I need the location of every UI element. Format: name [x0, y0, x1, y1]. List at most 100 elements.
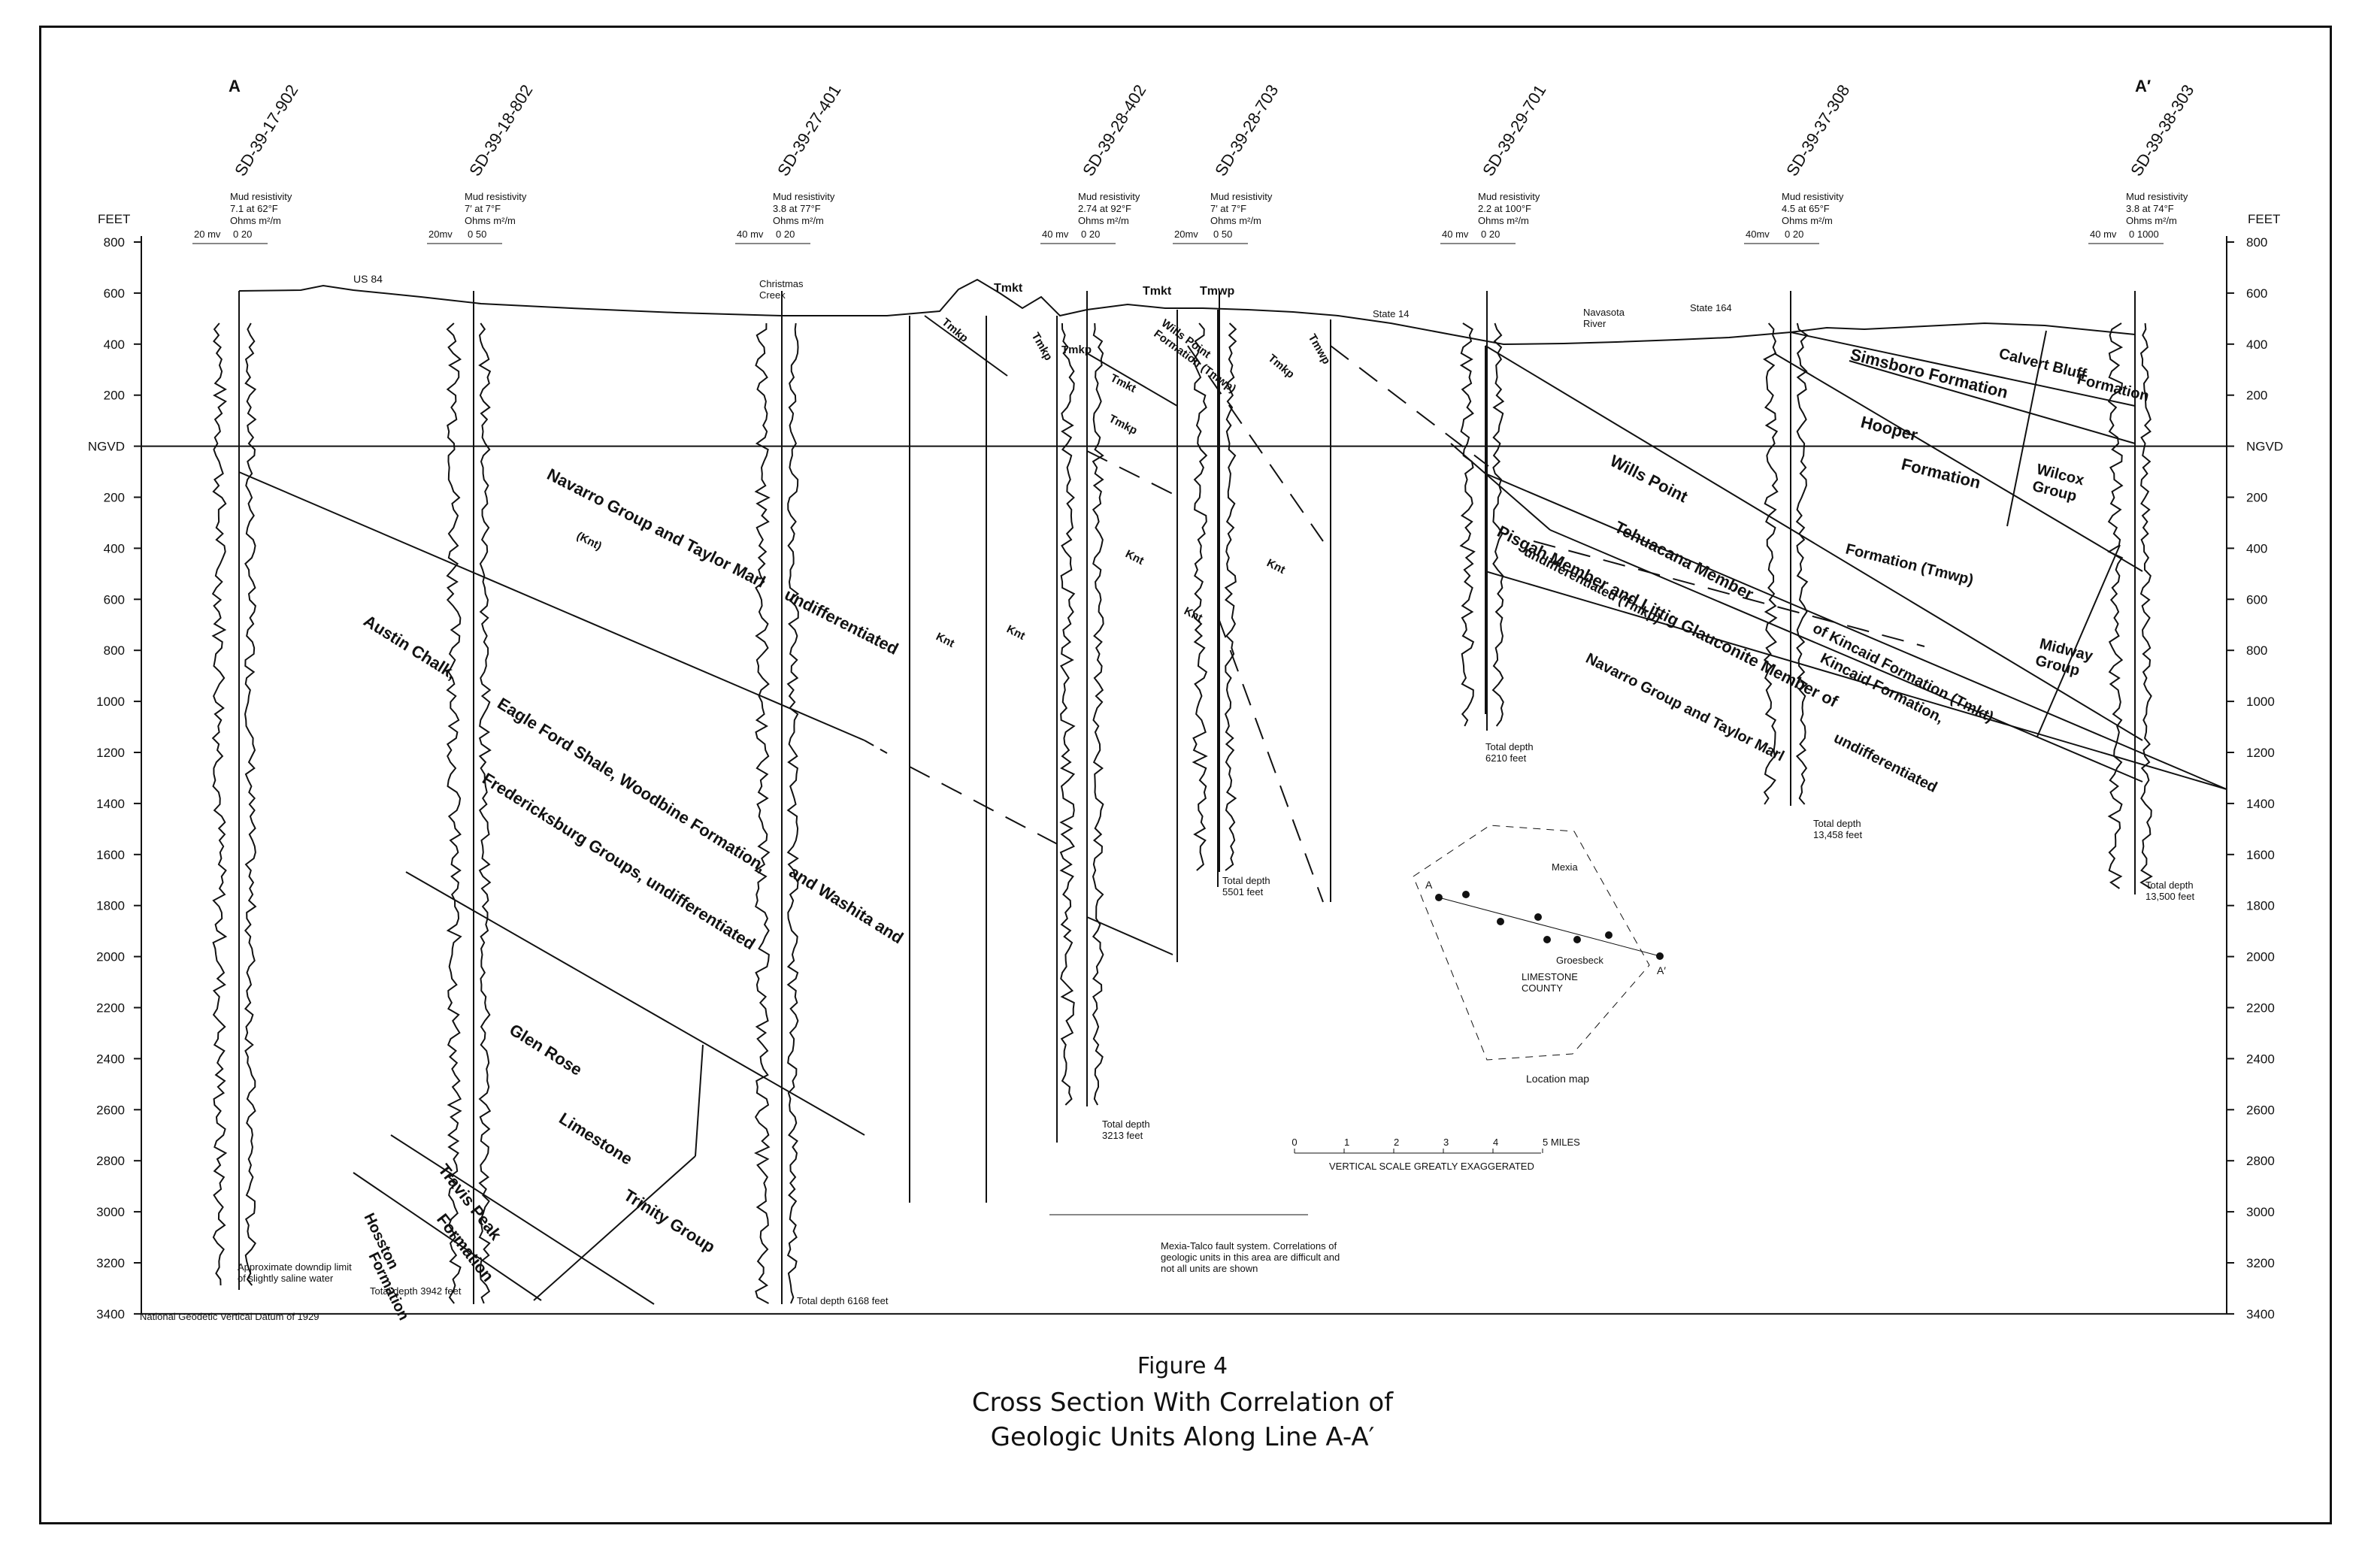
left-depth-label: 600	[104, 286, 125, 301]
label-state164: State 164	[1690, 302, 1732, 313]
contact-kincaid-base	[1485, 571, 2227, 790]
contact-midway-top	[1773, 353, 2143, 572]
well-location-dot	[1534, 913, 1542, 921]
label-hooper-formation: Formation	[1900, 455, 1982, 492]
contact-navarro-base	[238, 471, 865, 741]
county-outline	[1413, 825, 1650, 1061]
well-id: SD-39-38-303	[2127, 81, 2197, 179]
label-us84: US 84	[353, 273, 383, 285]
label-tmwp: Tmwp	[1200, 285, 1234, 298]
sp-log-trace	[1763, 322, 1779, 805]
dashed-contact	[1187, 345, 1324, 542]
mud-resistivity-label: Mud resistivity	[1782, 191, 1844, 202]
sp-scale-label: 40 mv	[737, 229, 764, 240]
label-knt: Knt	[1182, 604, 1204, 624]
label-tmkp: Tmkp	[1265, 352, 1297, 381]
scale-bar-note: VERTICAL SCALE GREATLY EXAGGERATED	[1329, 1161, 1534, 1172]
sp-scale-label: 40mv	[1746, 229, 1770, 240]
sp-scale-label: 20mv	[1174, 229, 1198, 240]
figure-number: Figure 4	[1137, 1353, 1228, 1379]
section-end-a-prime: A′	[2135, 77, 2151, 95]
ohms-label: Ohms m²/m	[1782, 215, 1833, 226]
resistivity-log-trace	[2139, 322, 2153, 889]
right-depth-label: 1400	[2246, 797, 2275, 811]
mud-resistivity-value: 2.74 at 92°F	[1078, 203, 1131, 214]
resistivity-log-trace	[244, 322, 257, 1286]
well-location-dot	[1497, 918, 1504, 925]
label-tmkt: Tmkt	[1143, 285, 1172, 298]
resistivity-log-trace	[478, 322, 492, 1304]
right-depth-label: 3000	[2246, 1205, 2275, 1219]
label-knt-left: (Knt)	[574, 529, 604, 552]
left-depth-label: 600	[104, 592, 125, 607]
well-id: SD-39-28-703	[1211, 81, 1282, 179]
label-tmkp: Tmkp	[1029, 331, 1055, 363]
mud-resistivity-value: 4.5 at 65°F	[1782, 203, 1830, 214]
left-depth-label: 2800	[96, 1154, 125, 1168]
left-depth-label: 400	[104, 541, 125, 555]
right-depth-label: 800	[2246, 643, 2267, 658]
mud-resistivity-value: 3.8 at 74°F	[2126, 203, 2174, 214]
right-depth-label: 1800	[2246, 899, 2275, 913]
scale-bar-tick-label: 1	[1344, 1137, 1349, 1148]
mud-resistivity-value: 7.1 at 62°F	[230, 203, 278, 214]
sp-log-trace	[1059, 322, 1076, 1106]
ohms-label: Ohms m²/m	[2126, 215, 2177, 226]
left-feet-label: FEET	[98, 212, 130, 226]
right-depth-label: 1600	[2246, 848, 2275, 862]
geologic-lines	[238, 278, 2227, 1305]
well-id: SD-39-37-308	[1782, 81, 1853, 179]
mud-resistivity-label: Mud resistivity	[1210, 191, 1273, 202]
right-depth-label: 600	[2246, 286, 2267, 301]
right-depth-label: 800	[2246, 235, 2267, 250]
midway-bracket	[2036, 544, 2121, 737]
trinity-group-bracket-upper	[695, 1044, 704, 1157]
mud-resistivity-label: Mud resistivity	[1478, 191, 1540, 202]
left-depth-label: NGVD	[88, 440, 125, 454]
wilcox-bracket	[2006, 330, 2047, 527]
contact-knt-base	[1086, 916, 1173, 955]
ohms-label: Ohms m²/m	[1078, 215, 1129, 226]
contact-tmkp	[924, 315, 1008, 377]
total-depth-label: Total depth 3942 feet	[370, 1285, 462, 1297]
sp-log-trace	[1192, 322, 1208, 871]
ground-surface	[238, 278, 2136, 346]
label-tmkp: Tmkp	[1107, 412, 1139, 437]
map-label-mexia: Mexia	[1552, 861, 1578, 873]
right-depth-label: 2000	[2246, 950, 2275, 964]
scale-bar-tick-label: 2	[1394, 1137, 1399, 1148]
well-id: SD-39-28-402	[1079, 81, 1149, 179]
sp-log-trace	[211, 322, 228, 1286]
well-location-dot	[1543, 936, 1551, 943]
map-label-groesbeck: Groesbeck	[1556, 955, 1603, 966]
contact-calvert-top	[1849, 360, 2136, 444]
well-location-dot	[1573, 936, 1581, 943]
left-depth-label: 1800	[96, 899, 125, 913]
line-a-a-prime	[1438, 897, 1661, 957]
map-label-a-prime: A′	[1657, 964, 1666, 976]
well-id: SD-39-17-902	[231, 81, 301, 179]
mud-resistivity-value: 2.2 at 100°F	[1478, 203, 1531, 214]
right-depth-label: NGVD	[2246, 440, 2283, 454]
sp-scale-label: 40 mv	[2090, 229, 2117, 240]
sp-scale-label: 20 mv	[194, 229, 221, 240]
left-depth-label: 2600	[96, 1103, 125, 1117]
sp-log-trace	[1459, 322, 1476, 727]
contact-glen-rose-top	[405, 871, 865, 1136]
right-depth-label: 2800	[2246, 1154, 2275, 1168]
resistivity-scale-label: 0 20	[1481, 229, 1500, 240]
label-wills-point: Wills Point	[1607, 451, 1691, 507]
scale-bar-tick-label: 4	[1493, 1137, 1498, 1148]
right-depth-label: 1000	[2246, 695, 2275, 709]
left-depth-label: 1000	[96, 695, 125, 709]
label-state14: State 14	[1373, 308, 1409, 319]
total-depth-label: Total depth 6168 feet	[797, 1295, 889, 1306]
section-end-a: A	[229, 77, 241, 95]
label-eagle-ford: Eagle Ford Shale, Woodbine Formation,	[494, 694, 769, 876]
